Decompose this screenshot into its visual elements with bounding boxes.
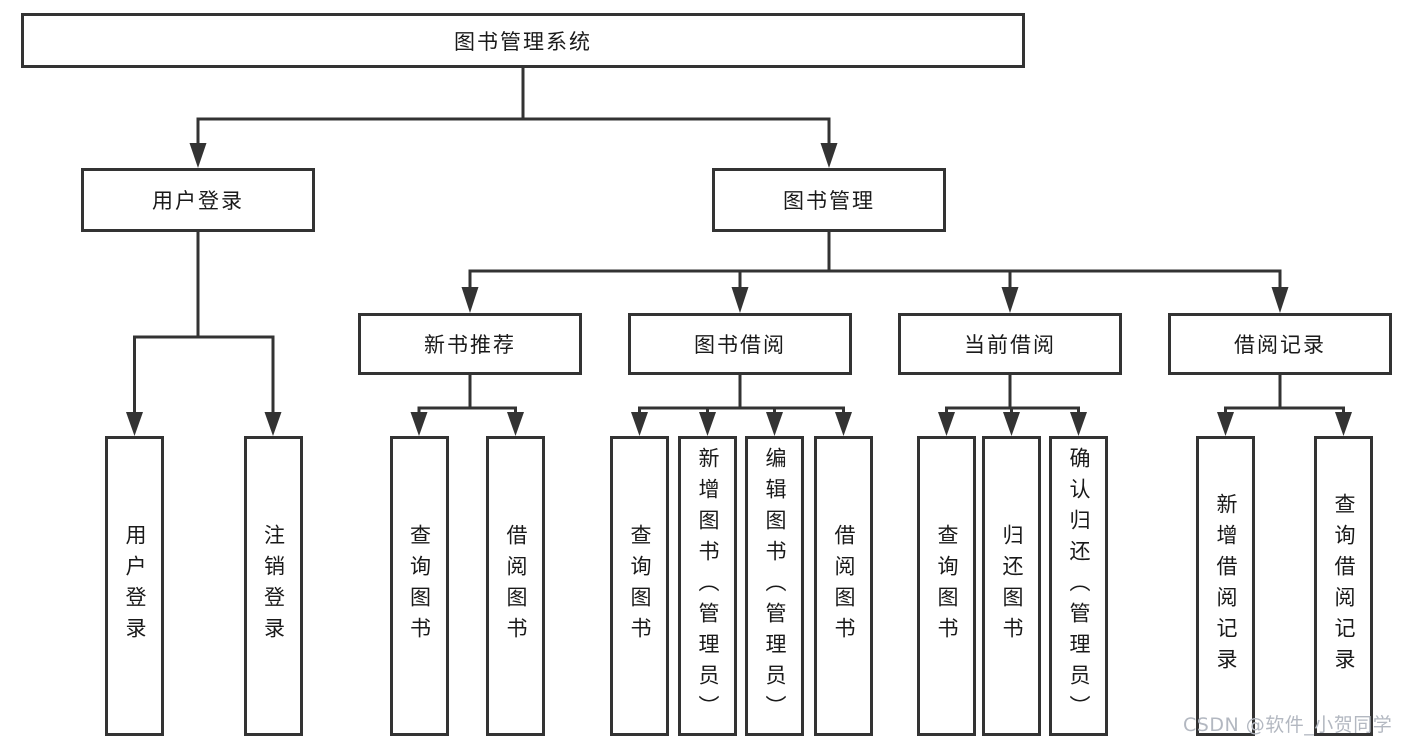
- leaf-query-books: 查询图书: [917, 436, 976, 736]
- leaf-return-books: 归还图书: [982, 436, 1041, 736]
- leaf-add-borrow-record: 新增借阅记录: [1196, 436, 1255, 736]
- leaf-borrow-books: 借阅图书: [486, 436, 545, 736]
- node-label: 借阅图书: [504, 524, 528, 648]
- node-label: 用户登录: [123, 524, 147, 648]
- node-label: 图书借阅: [694, 333, 786, 357]
- node-label: 归还图书: [1000, 524, 1024, 648]
- node-label: 查询图书: [935, 524, 959, 648]
- node-label: 查询图书: [628, 524, 652, 648]
- node-label: 查询借阅记录: [1332, 493, 1356, 679]
- node-label: 当前借阅: [964, 333, 1056, 357]
- node-label: 借阅记录: [1234, 333, 1326, 357]
- arrowhead-icon: [1001, 287, 1019, 313]
- node-label: 用户登录: [152, 189, 244, 213]
- leaf-query-borrow-record: 查询借阅记录: [1314, 436, 1373, 736]
- leaf-edit-books-admin: 编辑图书（管理员）: [745, 436, 804, 736]
- arrowhead-icon: [699, 412, 716, 436]
- node-label: 新增借阅记录: [1214, 493, 1238, 679]
- arrowhead-icon: [461, 287, 479, 313]
- node-label: 查询图书: [407, 524, 432, 648]
- node-user-login: 用户登录: [81, 168, 315, 232]
- arrowhead-icon: [410, 412, 428, 436]
- node-label: 图书管理: [783, 189, 875, 213]
- arrowhead-icon: [507, 412, 524, 436]
- node-book-borrowing: 图书借阅: [628, 313, 852, 375]
- arrowhead-icon: [731, 287, 749, 313]
- arrowhead-icon: [631, 412, 648, 436]
- leaf-confirm-return-admin: 确认归还（管理员）: [1049, 436, 1108, 736]
- node-label: 确认归还（管理员）: [1067, 446, 1091, 726]
- node-borrowing-records: 借阅记录: [1168, 313, 1392, 375]
- node-new-book-recommendation: 新书推荐: [358, 313, 582, 375]
- watermark: CSDN @软件_小贺同学: [1183, 714, 1393, 736]
- node-book-management: 图书管理: [712, 168, 946, 232]
- arrowhead-icon: [189, 143, 207, 168]
- node-current-borrowing: 当前借阅: [898, 313, 1122, 375]
- arrowhead-icon: [835, 412, 852, 436]
- node-label: 新书推荐: [424, 333, 516, 357]
- leaf-user-login: 用户登录: [105, 436, 164, 736]
- leaf-logout: 注销登录: [243, 436, 303, 736]
- node-label: 注销登录: [261, 524, 286, 648]
- arrowhead-icon: [1003, 412, 1020, 436]
- node-label: 新增图书（管理员）: [696, 446, 720, 726]
- node-label: 图书管理系统: [454, 29, 592, 54]
- node-label: 编辑图书（管理员）: [763, 446, 787, 726]
- arrowhead-icon: [1217, 412, 1234, 436]
- arrowhead-icon: [126, 412, 143, 436]
- arrowhead-icon: [766, 412, 783, 436]
- leaf-query-books: 查询图书: [389, 436, 449, 736]
- arrowhead-icon: [820, 143, 838, 168]
- leaf-borrow-books: 借阅图书: [814, 436, 873, 736]
- arrowhead-icon: [938, 412, 955, 436]
- arrowhead-icon: [264, 412, 282, 436]
- arrowhead-icon: [1271, 287, 1289, 313]
- node-library-management-system: 图书管理系统: [21, 13, 1025, 68]
- leaf-query-books: 查询图书: [610, 436, 669, 736]
- leaf-add-books-admin: 新增图书（管理员）: [678, 436, 737, 736]
- arrowhead-icon: [1335, 412, 1352, 436]
- node-label: 借阅图书: [832, 524, 856, 648]
- arrowhead-icon: [1070, 412, 1087, 436]
